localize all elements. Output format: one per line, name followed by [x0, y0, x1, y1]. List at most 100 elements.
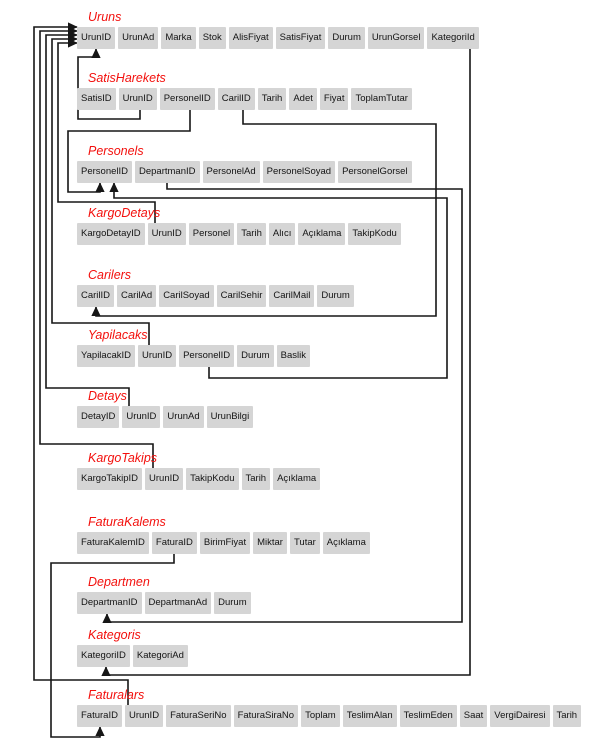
- column-cell-detayid[interactable]: DetayID: [77, 406, 120, 428]
- column-cell-faturaid[interactable]: FaturaID: [77, 705, 122, 727]
- column-cell-kategoriid[interactable]: KategoriID: [77, 645, 130, 667]
- column-cell-durum[interactable]: Durum: [237, 345, 274, 367]
- column-cell-urunid[interactable]: UrunID: [77, 27, 116, 49]
- column-cell-alıcı[interactable]: Alıcı: [268, 223, 296, 245]
- column-cell-carilid[interactable]: CarilID: [77, 285, 115, 307]
- column-cell-tutar[interactable]: Tutar: [289, 532, 320, 554]
- column-cell-durum[interactable]: Durum: [214, 592, 251, 614]
- column-cell-personelid[interactable]: PersonelID: [179, 345, 235, 367]
- column-cell-urunid[interactable]: UrunID: [122, 406, 161, 428]
- table-name-label[interactable]: Departmen: [88, 575, 150, 589]
- column-cell-durum[interactable]: Durum: [317, 285, 354, 307]
- table-name-label[interactable]: Detays: [88, 389, 127, 403]
- column-cell-tarih[interactable]: Tarih: [241, 468, 271, 490]
- column-cell-faturakalemid[interactable]: FaturaKalemID: [77, 532, 149, 554]
- column-cell-teslimalan[interactable]: TeslimAlan: [342, 705, 397, 727]
- column-cell-carilsoyad[interactable]: CarilSoyad: [159, 285, 214, 307]
- column-cell-personelid[interactable]: PersonelID: [159, 88, 215, 110]
- table-name-label[interactable]: Yapilacaks: [88, 328, 148, 342]
- column-cell-carilid[interactable]: CarilID: [217, 88, 255, 110]
- column-cell-takipkodu[interactable]: TakipKodu: [348, 223, 401, 245]
- column-cell-teslimeden[interactable]: TeslimEden: [399, 705, 457, 727]
- fk-connector-kargodetays-urunid: [57, 38, 156, 223]
- column-cell-saat[interactable]: Saat: [459, 705, 488, 727]
- fk-connector-uruns-kategoriid: [101, 49, 471, 677]
- column-cell-personel[interactable]: Personel: [188, 223, 235, 245]
- column-cell-departmanad[interactable]: DepartmanAd: [144, 592, 212, 614]
- column-cell-baslik[interactable]: Baslik: [276, 345, 310, 367]
- column-cell-personelid[interactable]: PersonelID: [77, 161, 132, 183]
- table-name-label[interactable]: Carilers: [88, 268, 132, 282]
- column-cell-faturasirano[interactable]: FaturaSiraNo: [233, 705, 299, 727]
- column-cell-açıklama[interactable]: Açıklama: [322, 532, 370, 554]
- column-cell-urunid[interactable]: UrunID: [145, 468, 184, 490]
- column-cell-adet[interactable]: Adet: [289, 88, 317, 110]
- column-cell-birimfiyat[interactable]: BirimFiyat: [199, 532, 251, 554]
- column-cell-tarih[interactable]: Tarih: [237, 223, 266, 245]
- column-cell-urunid[interactable]: UrunID: [118, 88, 157, 110]
- column-cell-urunid[interactable]: UrunID: [147, 223, 186, 245]
- column-cell-takipkodu[interactable]: TakipKodu: [186, 468, 239, 490]
- column-cell-alisfiyat[interactable]: AlisFiyat: [228, 27, 273, 49]
- column-cell-urunad[interactable]: UrunAd: [118, 27, 159, 49]
- table-name-label[interactable]: KargoDetays: [88, 206, 161, 220]
- column-cell-carilad[interactable]: CarilAd: [117, 285, 157, 307]
- column-cell-personelad[interactable]: PersonelAd: [202, 161, 260, 183]
- column-cell-açıklama[interactable]: Açıklama: [298, 223, 346, 245]
- table-name-label[interactable]: FaturaKalems: [88, 515, 166, 529]
- column-cell-urunbilgi[interactable]: UrunBilgi: [206, 406, 254, 428]
- column-cell-departmanid[interactable]: DepartmanID: [77, 592, 142, 614]
- column-cell-personelgorsel[interactable]: PersonelGorsel: [338, 161, 412, 183]
- column-cell-satisid[interactable]: SatisID: [77, 88, 116, 110]
- column-cell-toplamtutar[interactable]: ToplamTutar: [351, 88, 412, 110]
- column-cell-personelsoyad[interactable]: PersonelSoyad: [262, 161, 336, 183]
- column-cell-departmanid[interactable]: DepartmanID: [135, 161, 200, 183]
- column-cell-urungorsel[interactable]: UrunGorsel: [367, 27, 425, 49]
- fk-connector-kargotakips-urunid: [39, 26, 154, 468]
- column-cell-miktar[interactable]: Miktar: [253, 532, 287, 554]
- column-cell-vergidairesi[interactable]: VergiDairesi: [490, 705, 550, 727]
- column-cell-açıklama[interactable]: Açıklama: [273, 468, 321, 490]
- fk-connector-faturalars-urunid: [33, 22, 129, 705]
- column-cell-urunid[interactable]: UrunID: [124, 705, 164, 727]
- table-name-label[interactable]: Kategoris: [88, 628, 141, 642]
- column-cell-kargodetayid[interactable]: KargoDetayID: [77, 223, 145, 245]
- table-name-label[interactable]: KargoTakips: [88, 451, 158, 465]
- column-cell-stok[interactable]: Stok: [198, 27, 226, 49]
- column-cell-carilsehir[interactable]: CarilSehir: [216, 285, 267, 307]
- table-name-label[interactable]: SatisHarekets: [88, 71, 166, 85]
- column-cell-carilmail[interactable]: CarilMail: [269, 285, 315, 307]
- column-cell-marka[interactable]: Marka: [161, 27, 196, 49]
- column-cell-durum[interactable]: Durum: [328, 27, 365, 49]
- fk-connector-yapilacaks-urunid: [51, 34, 150, 345]
- column-cell-kargotakipid[interactable]: KargoTakipID: [77, 468, 143, 490]
- column-cell-tarih[interactable]: Tarih: [552, 705, 582, 727]
- column-cell-kategoriad[interactable]: KategoriAd: [132, 645, 188, 667]
- column-cell-urunad[interactable]: UrunAd: [163, 406, 204, 428]
- column-cell-faturaid[interactable]: FaturaID: [151, 532, 197, 554]
- table-name-label[interactable]: Faturalars: [88, 688, 145, 702]
- column-cell-yapilacakid[interactable]: YapilacakID: [77, 345, 135, 367]
- column-cell-satisfiyat[interactable]: SatisFiyat: [275, 27, 326, 49]
- column-cell-fiyat[interactable]: Fiyat: [319, 88, 349, 110]
- column-cell-faturaserino[interactable]: FaturaSeriNo: [166, 705, 231, 727]
- table-name-label[interactable]: Personels: [88, 144, 144, 158]
- column-cell-kategoriid[interactable]: KategoriId: [427, 27, 479, 49]
- column-cell-toplam[interactable]: Toplam: [301, 705, 340, 727]
- column-cell-tarih[interactable]: Tarih: [257, 88, 287, 110]
- column-cell-urunid[interactable]: UrunID: [138, 345, 177, 367]
- table-name-label[interactable]: Uruns: [88, 10, 122, 24]
